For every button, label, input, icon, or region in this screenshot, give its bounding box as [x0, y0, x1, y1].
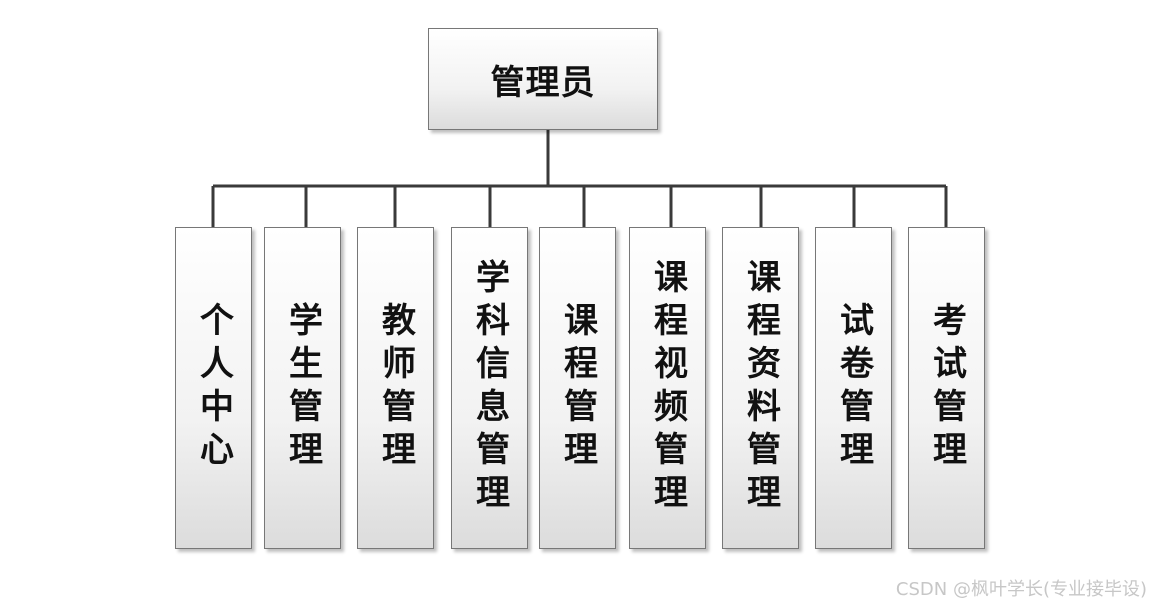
- root-node-admin: 管理员: [428, 28, 658, 130]
- child-node-personal-center: 个人中心: [175, 227, 252, 549]
- child-node-paper-management: 试卷管理: [815, 227, 892, 549]
- child-node-label: 考试管理: [926, 302, 967, 474]
- child-node-student-management: 学生管理: [264, 227, 341, 549]
- child-node-label: 学生管理: [282, 302, 323, 474]
- child-node-label: 学科信息管理: [469, 259, 510, 517]
- child-node-label: 课程资料管理: [740, 259, 781, 517]
- child-node-label: 个人中心: [193, 302, 234, 474]
- child-node-exam-management: 考试管理: [908, 227, 985, 549]
- child-node-course-material-management: 课程资料管理: [722, 227, 799, 549]
- root-node-label: 管理员: [490, 62, 596, 103]
- child-node-subject-info-management: 学科信息管理: [451, 227, 528, 549]
- child-node-label: 教师管理: [375, 302, 416, 474]
- child-node-course-management: 课程管理: [539, 227, 616, 549]
- child-node-label: 试卷管理: [833, 302, 874, 474]
- watermark-text: CSDN @枫叶学长(专业接毕设): [895, 579, 1147, 600]
- child-node-label: 课程管理: [557, 302, 598, 474]
- child-node-teacher-management: 教师管理: [357, 227, 434, 549]
- child-node-course-video-management: 课程视频管理: [629, 227, 706, 549]
- child-node-label: 课程视频管理: [647, 259, 688, 517]
